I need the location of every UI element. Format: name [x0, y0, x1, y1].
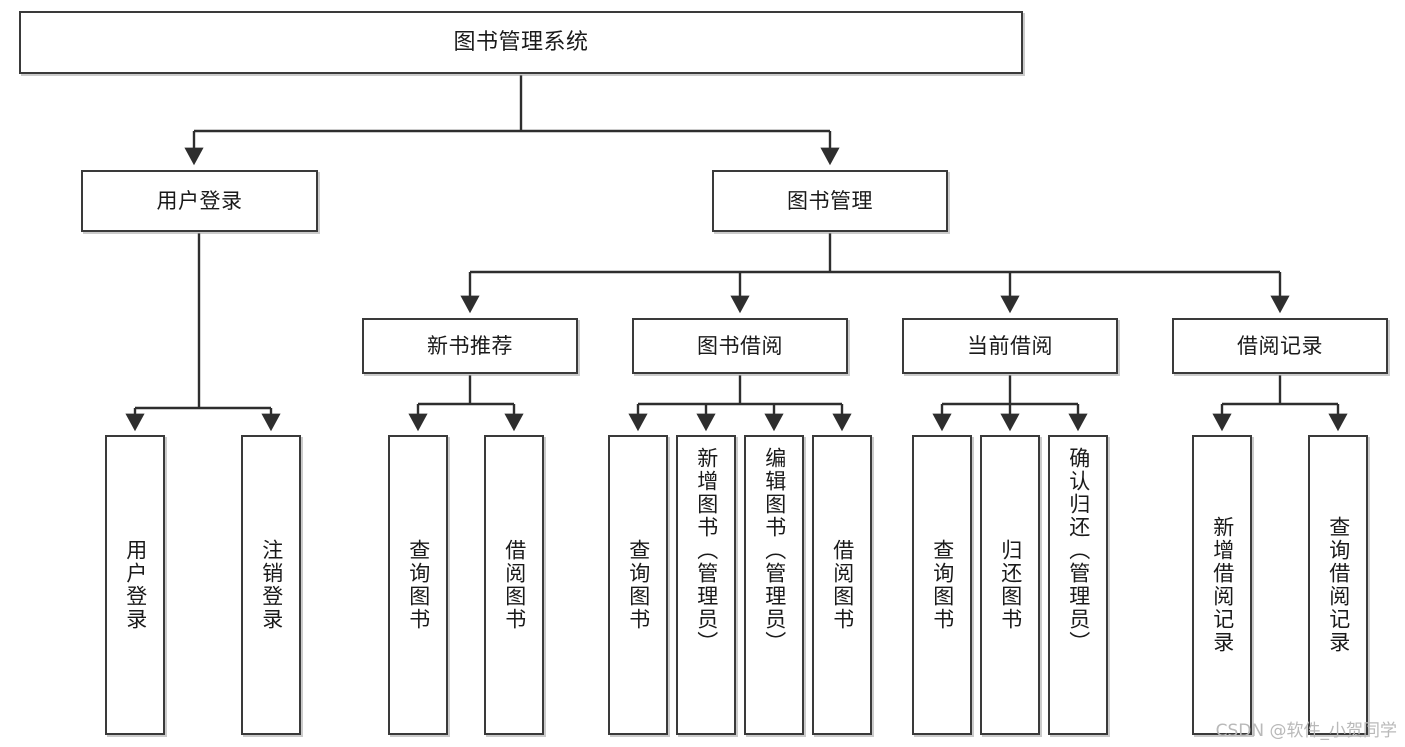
leaf-borrow-edit-book[interactable]: 编辑图书（管理员） [744, 435, 804, 735]
node-current-borrow[interactable]: 当前借阅 [902, 318, 1118, 374]
leaf-borrow-borrow-book[interactable]: 借阅图书 [812, 435, 872, 735]
leaf-record-add-label: 新增借阅记录 [1210, 516, 1235, 654]
leaf-new-query-book-label: 查询图书 [406, 539, 431, 631]
leaf-record-add[interactable]: 新增借阅记录 [1192, 435, 1252, 735]
leaf-current-return-book[interactable]: 归还图书 [980, 435, 1040, 735]
leaf-current-confirm-return-label: 确认归还（管理员） [1066, 447, 1091, 654]
node-book-management-label: 图书管理 [787, 188, 873, 213]
leaf-user-login-label: 用户登录 [123, 539, 148, 631]
leaf-new-borrow-book[interactable]: 借阅图书 [484, 435, 544, 735]
leaf-record-query[interactable]: 查询借阅记录 [1308, 435, 1368, 735]
leaf-record-query-label: 查询借阅记录 [1326, 516, 1351, 654]
node-root[interactable]: 图书管理系统 [19, 11, 1023, 74]
node-book-borrow[interactable]: 图书借阅 [632, 318, 848, 374]
leaf-current-query-book-label: 查询图书 [930, 539, 955, 631]
node-book-borrow-label: 图书借阅 [697, 333, 783, 358]
leaf-borrow-borrow-book-label: 借阅图书 [830, 539, 855, 631]
csdn-watermark: CSDN @软件_小贺同学 [1215, 721, 1397, 741]
node-borrow-record-label: 借阅记录 [1237, 333, 1323, 358]
leaf-new-query-book[interactable]: 查询图书 [388, 435, 448, 735]
node-book-management[interactable]: 图书管理 [712, 170, 948, 232]
leaf-current-return-book-label: 归还图书 [998, 539, 1023, 631]
node-user-login[interactable]: 用户登录 [81, 170, 318, 232]
leaf-logout[interactable]: 注销登录 [241, 435, 301, 735]
leaf-new-borrow-book-label: 借阅图书 [502, 539, 527, 631]
node-root-label: 图书管理系统 [453, 29, 589, 55]
leaf-logout-label: 注销登录 [259, 539, 284, 631]
leaf-current-query-book[interactable]: 查询图书 [912, 435, 972, 735]
leaf-borrow-add-book-label: 新增图书（管理员） [694, 447, 719, 654]
node-new-book-recommend[interactable]: 新书推荐 [362, 318, 578, 374]
leaf-borrow-query-book[interactable]: 查询图书 [608, 435, 668, 735]
leaf-borrow-query-book-label: 查询图书 [626, 539, 651, 631]
leaf-borrow-add-book[interactable]: 新增图书（管理员） [676, 435, 736, 735]
node-new-book-recommend-label: 新书推荐 [427, 333, 513, 358]
leaf-current-confirm-return[interactable]: 确认归还（管理员） [1048, 435, 1108, 735]
node-user-login-label: 用户登录 [156, 188, 243, 213]
node-current-borrow-label: 当前借阅 [967, 333, 1053, 358]
leaf-user-login[interactable]: 用户登录 [105, 435, 165, 735]
leaf-borrow-edit-book-label: 编辑图书（管理员） [762, 447, 787, 654]
node-borrow-record[interactable]: 借阅记录 [1172, 318, 1388, 374]
